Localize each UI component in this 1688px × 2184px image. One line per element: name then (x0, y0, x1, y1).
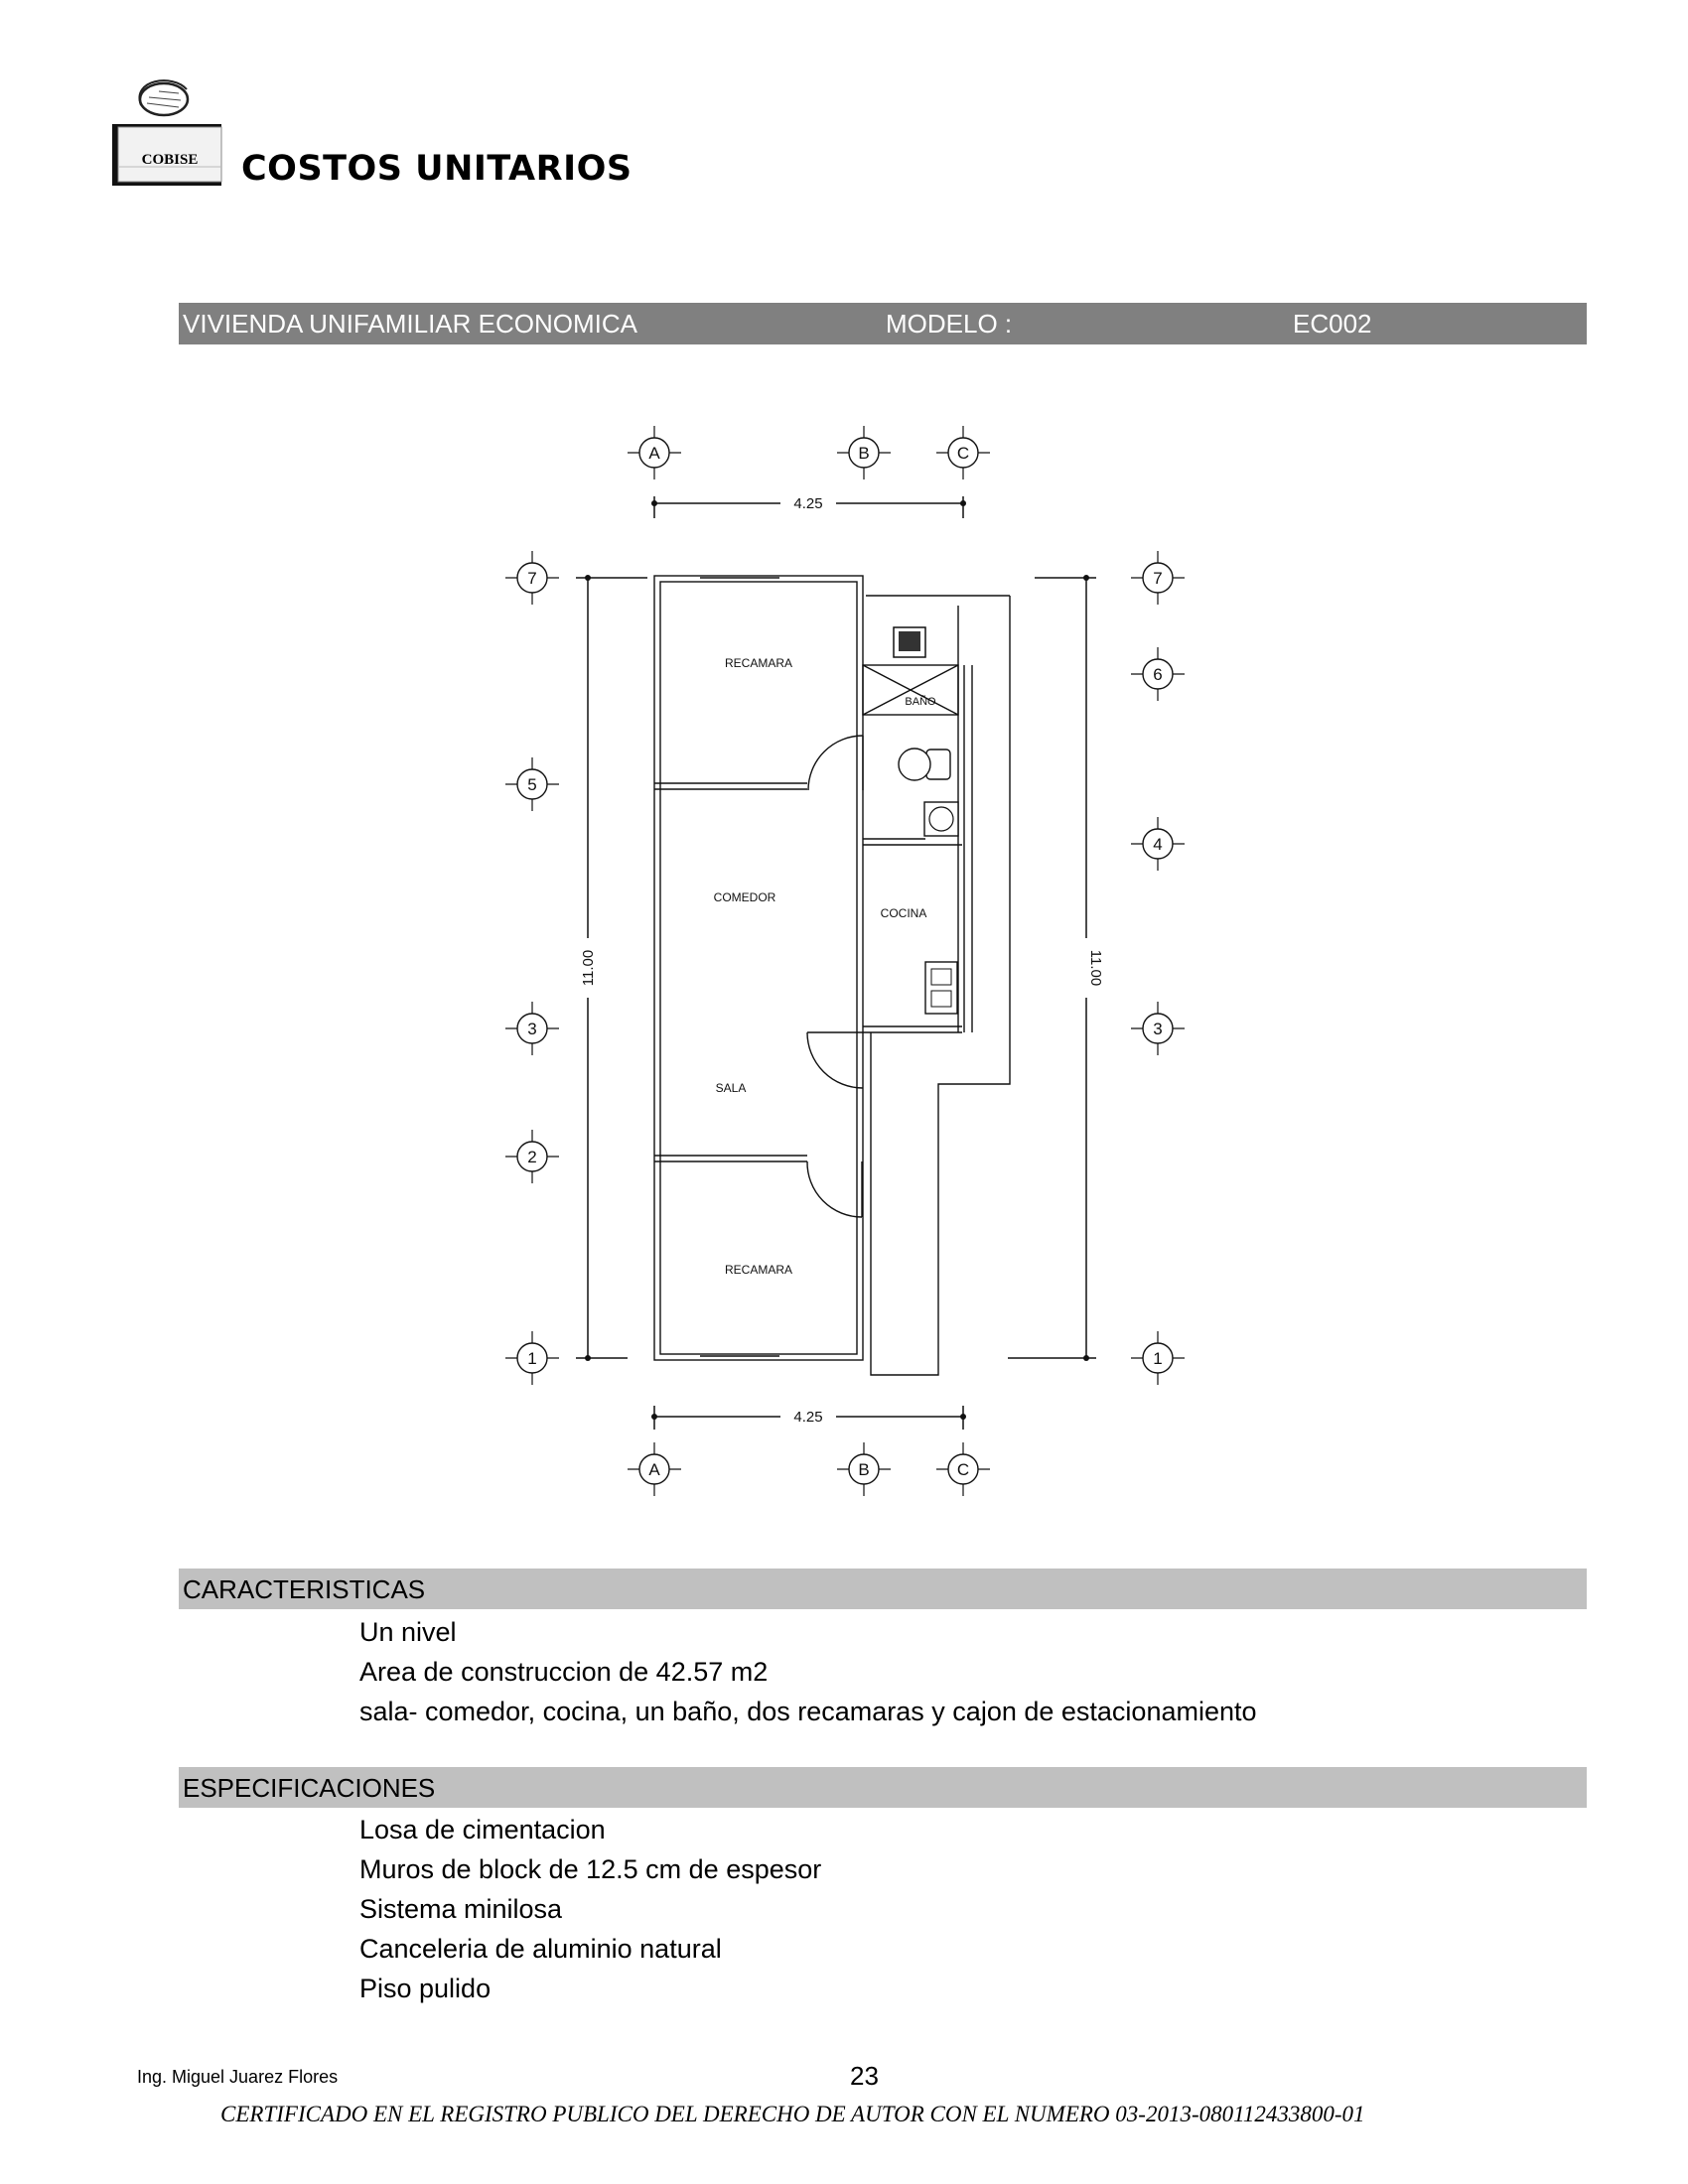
model-label: MODELO : (886, 309, 1013, 339)
axis-left-2: 2 (527, 1148, 536, 1166)
caracteristicas-title: CARACTERISTICAS (183, 1574, 426, 1604)
page-title: COSTOS UNITARIOS (241, 149, 633, 189)
axis-right-1: 1 (1153, 1349, 1162, 1368)
axis-bottom-a: A (648, 1460, 660, 1479)
axis-left-5: 5 (527, 775, 536, 794)
axis-bottom-c: C (957, 1460, 969, 1479)
axis-right-3: 3 (1153, 1020, 1162, 1038)
axis-bottom-b: B (858, 1460, 869, 1479)
footer-certification: CERTIFICADO EN EL REGISTRO PUBLICO DEL D… (220, 2102, 1365, 2126)
room-bano: BAÑO (905, 695, 936, 708)
axis-top-a: A (648, 444, 660, 463)
floor-plan: 4.25 4.25 11.00 11.00 (504, 425, 1186, 1497)
axis-left-3: 3 (527, 1020, 536, 1038)
top-dimension: 4.25 (793, 495, 822, 512)
caracteristicas-header: CARACTERISTICAS (179, 1569, 1587, 1609)
room-sala: SALA (716, 1081, 747, 1095)
axis-right-7: 7 (1153, 569, 1162, 588)
especificaciones-title: ESPECIFICACIONES (183, 1773, 436, 1803)
especificaciones-header: ESPECIFICACIONES (179, 1767, 1587, 1808)
model-description: VIVIENDA UNIFAMILIAR ECONOMICA (183, 309, 637, 339)
list-item: Un nivel (359, 1617, 457, 1647)
axis-left-7: 7 (527, 569, 536, 588)
room-cocina: COCINA (881, 906, 927, 920)
bottom-dimension: 4.25 (793, 1409, 822, 1426)
room-recamara-top: RECAMARA (725, 656, 792, 670)
left-dimension: 11.00 (580, 950, 597, 986)
list-item: Losa de cimentacion (359, 1815, 606, 1844)
axis-top-c: C (957, 444, 969, 463)
especificaciones-list: Losa de cimentacion Muros de block de 12… (359, 1810, 821, 2008)
axis-top-b: B (858, 444, 869, 463)
list-item: sala- comedor, cocina, un baño, dos reca… (359, 1697, 1257, 1726)
list-item: Canceleria de aluminio natural (359, 1934, 722, 1964)
logo-text: COBISE (142, 152, 199, 168)
axis-right-4: 4 (1153, 835, 1162, 854)
right-dimension: 11.00 (1087, 950, 1104, 986)
room-comedor: COMEDOR (714, 890, 776, 904)
model-code: EC002 (1293, 309, 1372, 339)
cobise-logo: COBISE (112, 79, 222, 186)
room-recamara-bottom: RECAMARA (725, 1263, 792, 1277)
model-bar: VIVIENDA UNIFAMILIAR ECONOMICA MODELO : … (179, 303, 1587, 344)
axis-left-1: 1 (527, 1349, 536, 1368)
axis-right-6: 6 (1153, 665, 1162, 684)
footer-author: Ing. Miguel Juarez Flores (137, 2067, 339, 2087)
caracteristicas-list: Un nivel Area de construccion de 42.57 m… (359, 1612, 1257, 1731)
list-item: Sistema minilosa (359, 1894, 563, 1924)
list-item: Muros de block de 12.5 cm de espesor (359, 1854, 822, 1884)
page-number: 23 (850, 2061, 879, 2091)
list-item: Piso pulido (359, 1974, 492, 2003)
list-item: Area de construccion de 42.57 m2 (359, 1657, 769, 1687)
